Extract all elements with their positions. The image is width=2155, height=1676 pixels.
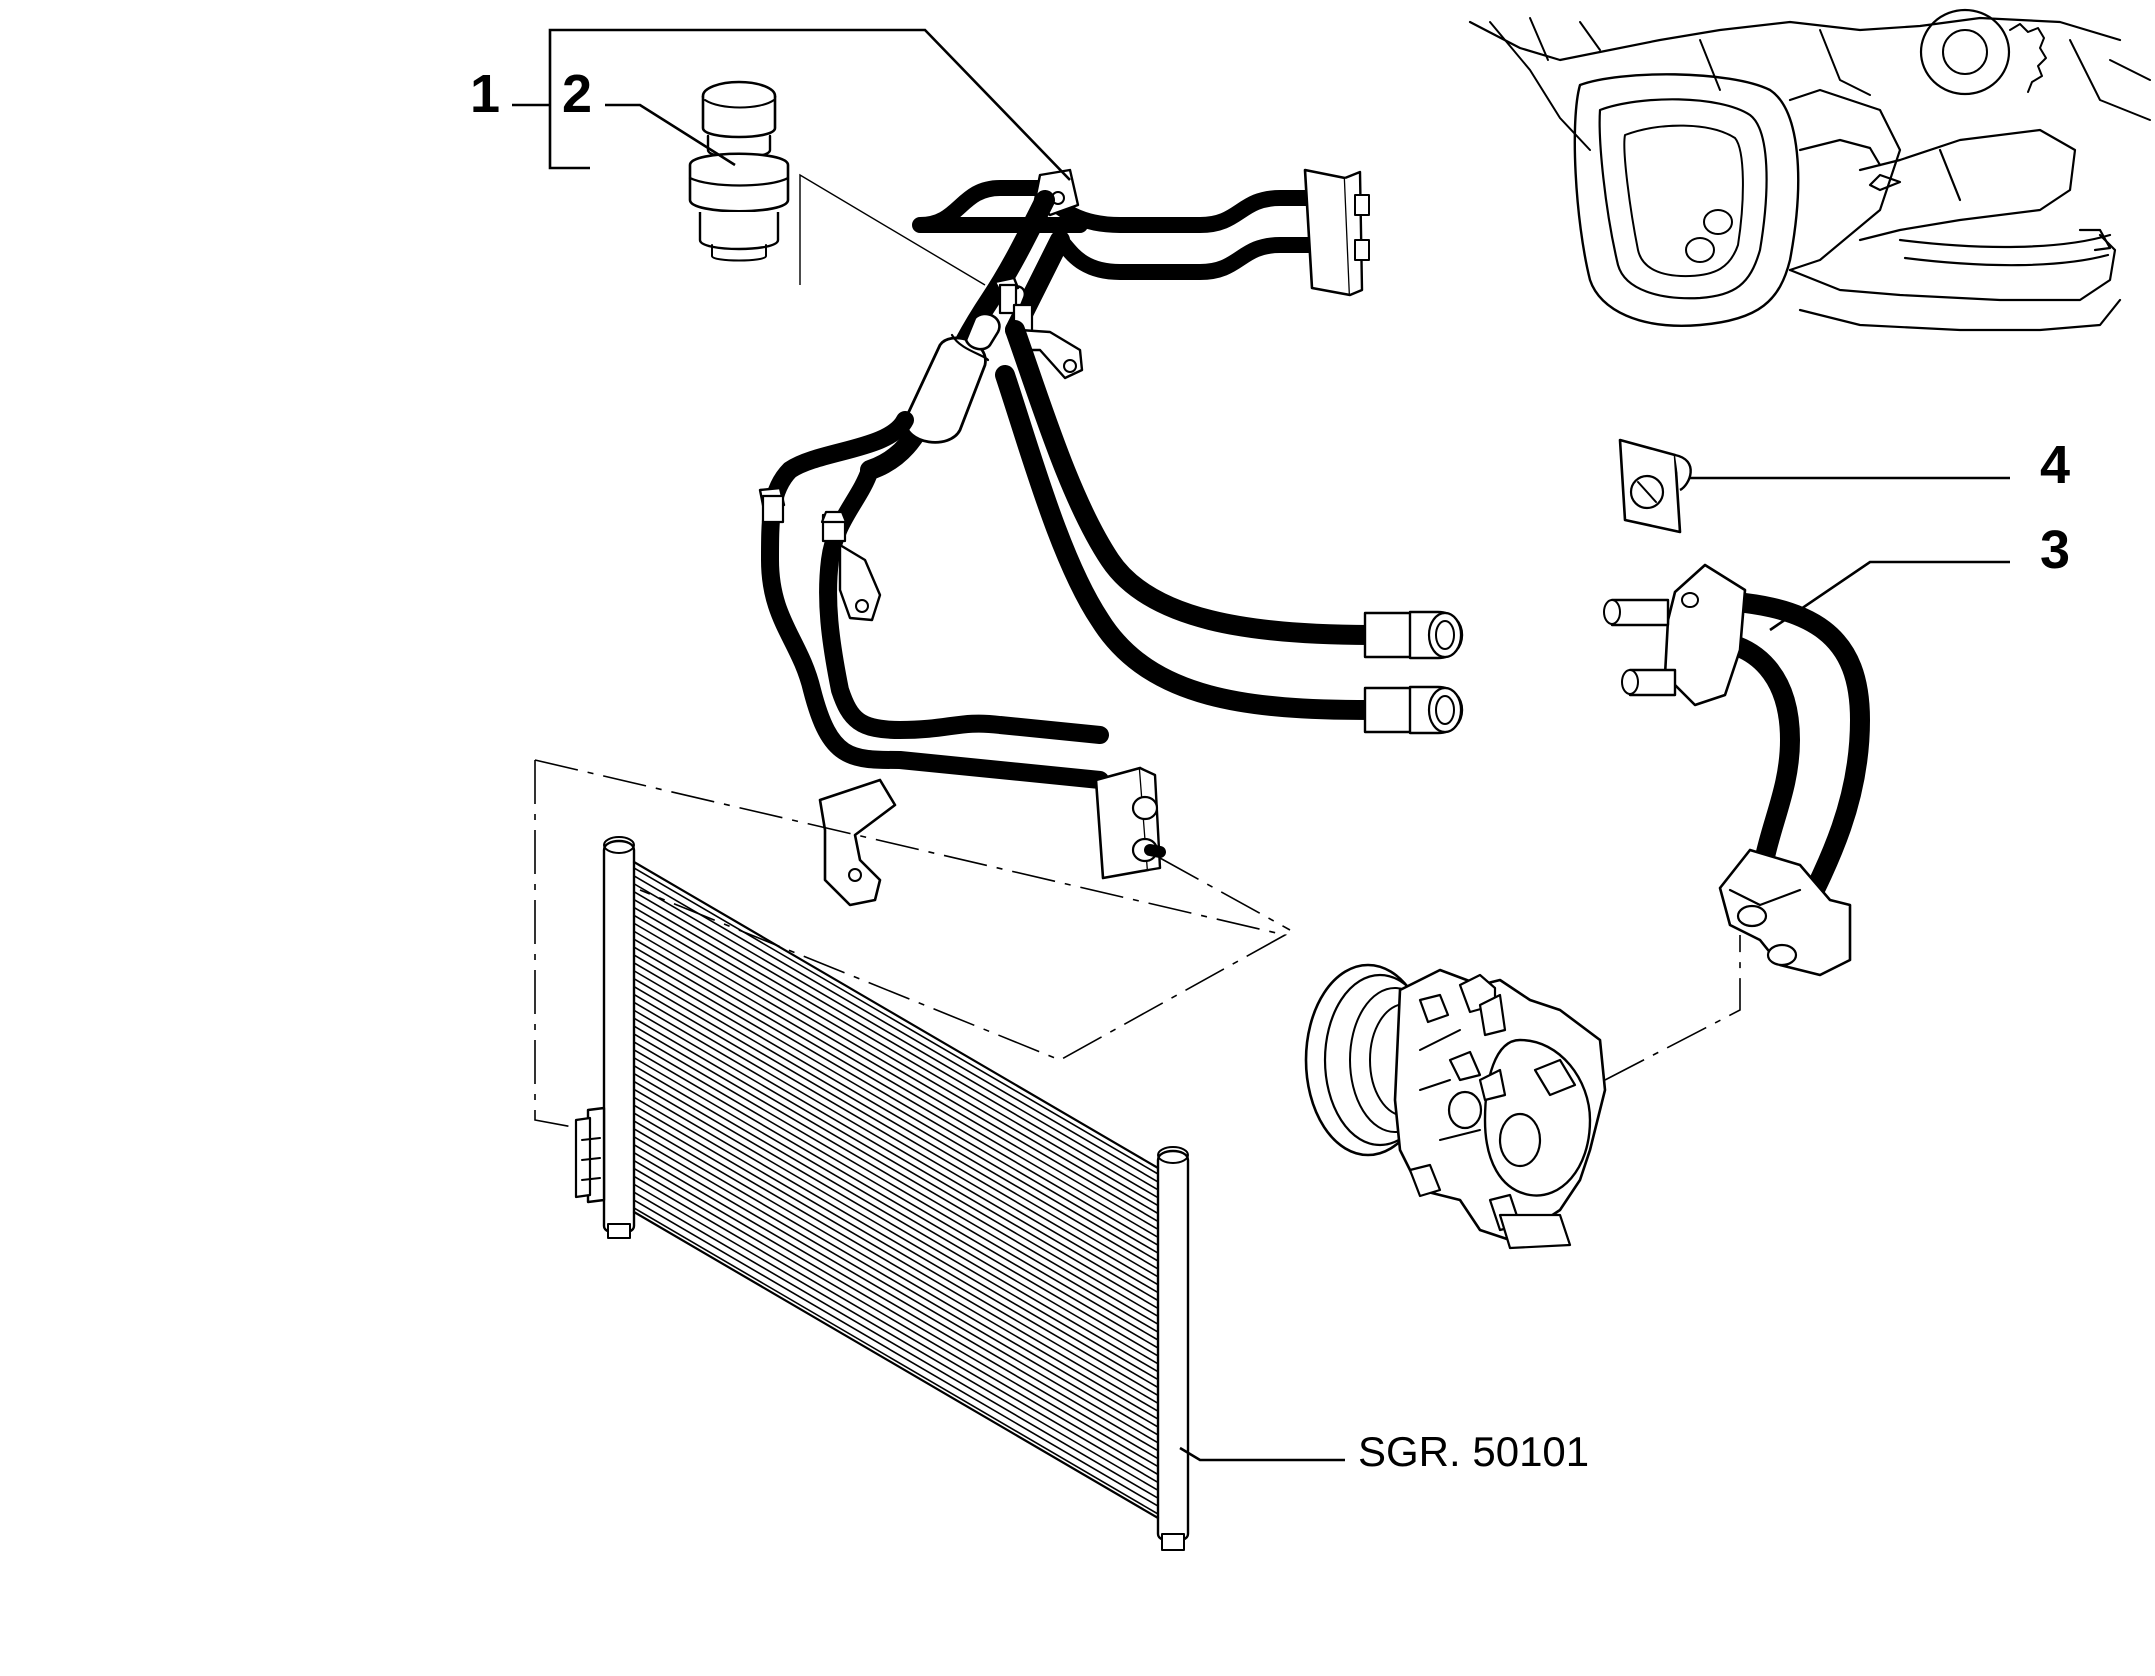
reference-code: SGR. 50101 bbox=[1358, 1428, 1589, 1475]
condenser bbox=[574, 836, 1190, 1551]
condenser-fin-line bbox=[633, 1057, 1159, 1365]
condenser-fin-line bbox=[633, 978, 1159, 1286]
condenser-fin-line bbox=[633, 922, 1159, 1230]
condenser-fin-line bbox=[633, 1128, 1159, 1436]
condenser-fin-line bbox=[633, 898, 1159, 1207]
condenser-fin-line bbox=[633, 883, 1159, 1191]
condenser-fin-line bbox=[633, 1041, 1159, 1349]
item1-bracket-leader bbox=[512, 28, 1071, 181]
condenser-fin-line bbox=[633, 1033, 1159, 1341]
label-item-4: 4 bbox=[2040, 435, 2070, 495]
label-item-1: 1 bbox=[470, 64, 500, 124]
condenser-fin-line bbox=[633, 1049, 1159, 1357]
condenser-fin-line bbox=[633, 993, 1159, 1302]
condenser-fin-line bbox=[633, 1072, 1159, 1381]
condenser-fins bbox=[633, 867, 1159, 1515]
condenser-fin-line bbox=[633, 946, 1159, 1254]
condenser-fin-line bbox=[633, 1175, 1159, 1484]
condenser-fin-line bbox=[633, 1136, 1159, 1444]
condenser-fin-line bbox=[633, 1096, 1159, 1404]
condenser-fin-line bbox=[633, 1120, 1159, 1428]
condenser-fin-line bbox=[633, 1080, 1159, 1389]
compressor-hose-line bbox=[1603, 563, 1870, 977]
condenser-fin-line bbox=[633, 1017, 1159, 1325]
condenser-fin-line bbox=[633, 954, 1159, 1262]
pressure-switch bbox=[688, 80, 790, 262]
condenser-fin-line bbox=[633, 1152, 1159, 1460]
engine-bay-illustration bbox=[1468, 8, 2151, 332]
condenser-fin-line bbox=[633, 1088, 1159, 1397]
condenser-fin-line bbox=[633, 1104, 1159, 1412]
compressor bbox=[1304, 963, 1607, 1250]
condenser-fin-line bbox=[633, 1159, 1159, 1468]
condenser-fin-line bbox=[633, 930, 1159, 1238]
assembly-centerlines bbox=[534, 759, 1741, 1129]
small-bracket-clip bbox=[1618, 438, 1692, 534]
condenser-fin-line bbox=[633, 985, 1159, 1294]
pressure-switch-projection-line bbox=[799, 173, 986, 286]
condenser-fin-line bbox=[633, 1001, 1159, 1310]
condenser-fin-line bbox=[633, 970, 1159, 1278]
condenser-fin-line bbox=[633, 1144, 1159, 1452]
condenser-fin-line bbox=[633, 1199, 1159, 1507]
condenser-fin-line bbox=[633, 962, 1159, 1270]
label-item-3: 3 bbox=[2040, 520, 2070, 580]
label-item-2: 2 bbox=[562, 64, 592, 124]
condenser-fin-line bbox=[633, 938, 1159, 1246]
item3-leader bbox=[1769, 560, 2010, 632]
condenser-fin-line bbox=[633, 891, 1159, 1199]
condenser-fin-line bbox=[633, 867, 1159, 1175]
condenser-fin-line bbox=[633, 1065, 1159, 1373]
condenser-fin-line bbox=[633, 1025, 1159, 1333]
condenser-fin-line bbox=[633, 914, 1159, 1223]
hose-assembly bbox=[758, 168, 1464, 907]
condenser-fin-line bbox=[633, 1183, 1159, 1491]
condenser-fin-line bbox=[633, 906, 1159, 1215]
condenser-fin-line bbox=[633, 1191, 1159, 1499]
condenser-fin-line bbox=[633, 1112, 1159, 1420]
reference-leader bbox=[1179, 1446, 1345, 1462]
condenser-fin-line bbox=[633, 1009, 1159, 1317]
condenser-fin-line bbox=[633, 1207, 1159, 1515]
condenser-fin-line bbox=[633, 875, 1159, 1183]
condenser-fin-line bbox=[633, 1167, 1159, 1476]
